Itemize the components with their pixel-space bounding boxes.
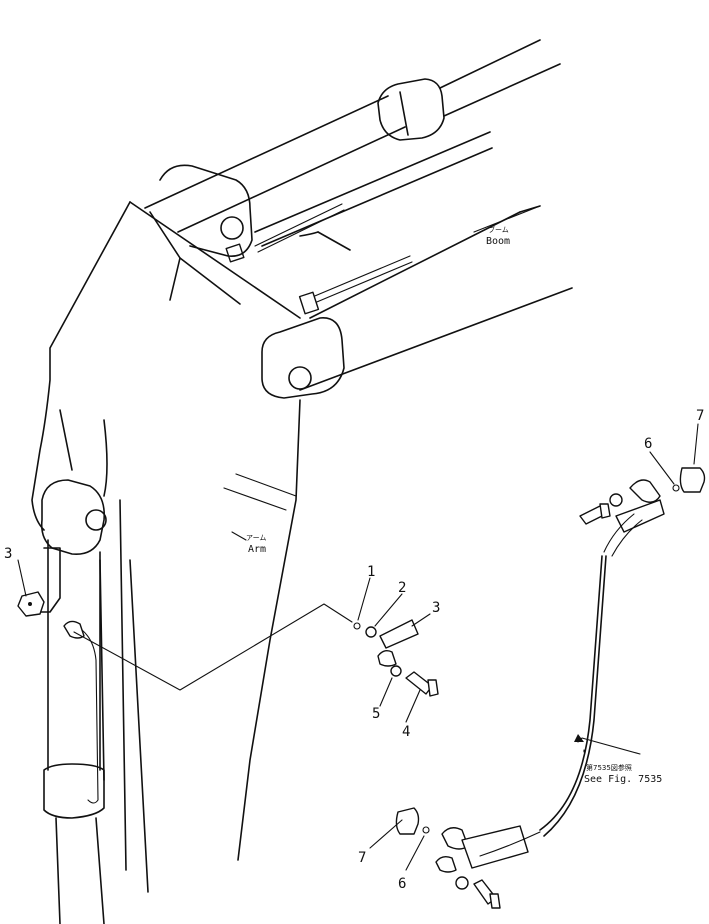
callout-7-bottom: 7 (358, 850, 366, 866)
callout-6-bottom: 6 (398, 876, 406, 892)
arm-label: Arm (248, 544, 266, 555)
boom-piping (225, 203, 413, 315)
callout-1: 1 (367, 564, 375, 580)
see-fig-label: See Fig. 7535 (584, 774, 662, 785)
text-labels: ブーム Boom アーム Arm 第7535図参照 See Fig. 7535 … (4, 225, 704, 892)
upper-right-fitting (579, 467, 706, 557)
callout-2: 2 (398, 580, 406, 596)
boom-label: Boom (486, 236, 510, 247)
lower-fitting (395, 807, 541, 909)
boom-label-jp: ブーム (488, 225, 509, 234)
see-fig-label-jp: 第7535図参照 (586, 763, 632, 772)
callout-5: 5 (372, 706, 380, 722)
boom-cylinder (144, 39, 561, 247)
callout-3-center: 3 (432, 600, 440, 616)
arm-cylinder (40, 479, 107, 924)
left-bracket (17, 547, 61, 617)
callout-7-top: 7 (696, 408, 704, 424)
arm-body (31, 201, 301, 893)
center-parts (353, 619, 439, 697)
callout-3-left: 3 (4, 546, 12, 562)
arm-cylinder-clamp (63, 603, 353, 804)
callout-4: 4 (402, 724, 410, 740)
callout-leaders (17, 205, 699, 871)
boom-body (159, 164, 573, 399)
arm-label-jp: アーム (246, 534, 266, 542)
callout-6-top: 6 (644, 436, 652, 452)
hose (539, 555, 607, 837)
